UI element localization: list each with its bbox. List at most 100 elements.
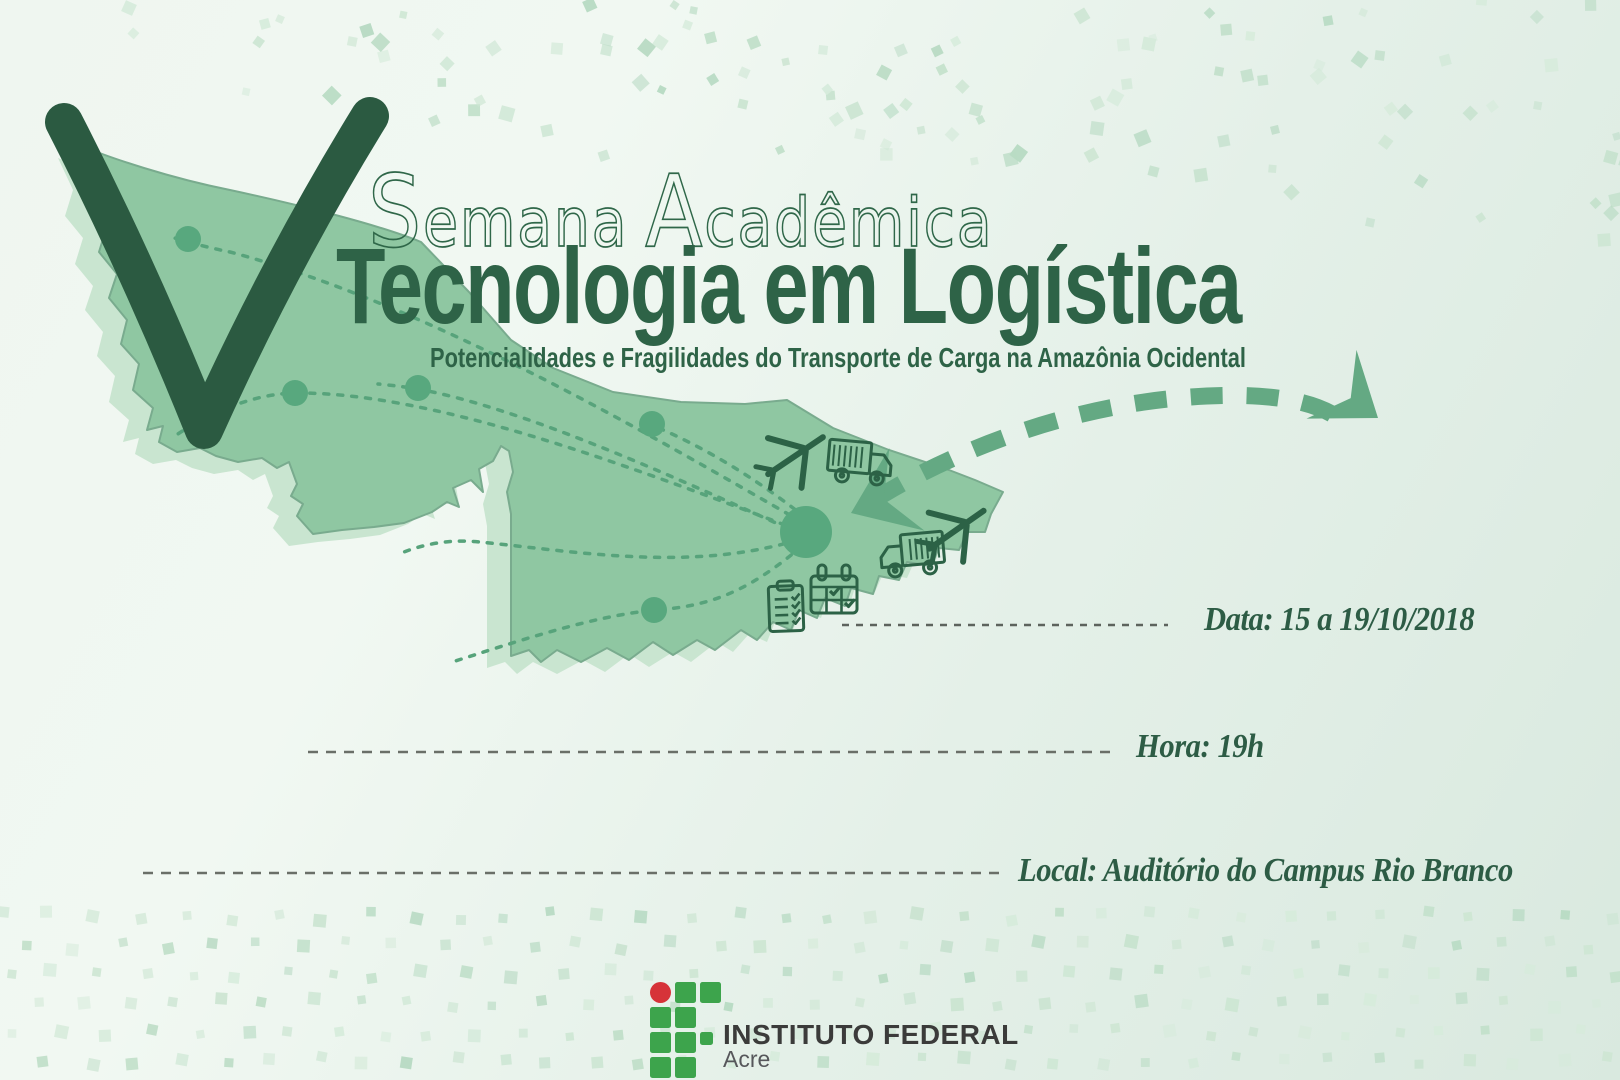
decor-square	[127, 27, 140, 40]
decor-square	[1451, 940, 1463, 951]
decor-square	[1076, 935, 1089, 948]
decor-square	[1463, 911, 1473, 922]
decor-square	[356, 995, 367, 1005]
decor-square	[903, 992, 917, 1005]
decor-square	[1322, 1052, 1333, 1063]
decor-square	[1609, 971, 1620, 984]
decor-square	[312, 913, 327, 928]
decor-square	[737, 98, 749, 110]
logo-red-dot	[650, 982, 671, 1003]
decor-square	[624, 995, 634, 1005]
decor-square	[1046, 1058, 1059, 1070]
decor-square	[863, 910, 878, 925]
decor-square	[1496, 936, 1507, 947]
decor-square	[1069, 1024, 1079, 1033]
decor-square	[746, 35, 762, 51]
edition-v-mark	[45, 97, 389, 449]
decor-square	[727, 1058, 738, 1069]
decor-square	[1095, 907, 1107, 919]
decor-square	[1396, 103, 1414, 120]
decor-square	[1038, 997, 1052, 1011]
decor-square	[1506, 1057, 1519, 1071]
decor-square	[206, 937, 218, 950]
decor-square	[437, 78, 447, 87]
decor-square	[250, 937, 260, 947]
decor-square	[940, 939, 954, 954]
decor-square	[909, 906, 925, 921]
decor-square	[420, 1030, 432, 1042]
decor-square	[1016, 970, 1028, 982]
decor-square	[1591, 999, 1601, 1008]
decor-square	[879, 138, 893, 151]
decor-square	[916, 125, 926, 135]
decor-square	[1597, 233, 1611, 247]
decor-square	[1133, 129, 1152, 148]
decor-square	[591, 1056, 604, 1069]
decor-square	[715, 940, 727, 952]
decor-square	[927, 1021, 943, 1037]
decor-square	[135, 912, 148, 926]
decor-square	[535, 994, 548, 1007]
decor-square	[985, 937, 1000, 953]
decor-square	[1463, 1053, 1477, 1067]
decor-square	[1089, 95, 1105, 111]
logo-square	[650, 1057, 671, 1078]
decor-square	[1106, 88, 1125, 107]
decor-square	[34, 997, 44, 1007]
decor-square	[878, 973, 889, 984]
decor-square	[86, 1057, 101, 1072]
decor-square	[1083, 147, 1100, 163]
decor-square	[498, 913, 508, 924]
decor-square	[1148, 33, 1158, 43]
decor-square	[1109, 967, 1123, 981]
decor-square	[284, 966, 293, 976]
decor-square	[1475, 0, 1488, 6]
decor-square	[226, 914, 239, 927]
decor-square	[1375, 909, 1385, 920]
decor-square	[1097, 1058, 1111, 1071]
decor-square	[1023, 1024, 1034, 1035]
decor-square	[558, 968, 570, 980]
decor-square	[359, 23, 375, 38]
logo-square	[675, 1007, 696, 1028]
decor-square	[1533, 100, 1543, 111]
decor-square	[1235, 912, 1247, 923]
decor-square	[316, 1050, 328, 1063]
decor-square	[1285, 910, 1298, 923]
decor-square	[328, 969, 339, 979]
decor-square	[377, 49, 391, 64]
decor-square	[1377, 134, 1394, 150]
decor-square	[1154, 964, 1164, 975]
decor-square	[582, 0, 598, 13]
decor-square	[1240, 68, 1255, 83]
decor-square	[401, 995, 412, 1006]
decor-square	[473, 94, 487, 107]
decor-square	[195, 1029, 206, 1039]
decor-square	[1583, 944, 1594, 955]
decor-square	[125, 1057, 139, 1071]
decor-square	[7, 969, 17, 979]
detail-location: Local: Auditório do Campus Rio Branco	[1018, 852, 1513, 889]
decor-square	[275, 14, 285, 24]
decor-square	[252, 35, 266, 49]
decor-square	[1031, 934, 1046, 949]
decor-square	[1606, 912, 1619, 926]
decor-square	[1116, 38, 1131, 52]
decor-square	[1171, 939, 1182, 950]
decor-square	[682, 19, 694, 31]
decor-square	[1309, 67, 1327, 86]
decor-square	[500, 1053, 512, 1066]
decor-square	[333, 1026, 345, 1038]
decor-square	[1601, 1051, 1613, 1063]
decor-square	[1395, 1027, 1406, 1038]
decor-square	[1180, 998, 1193, 1011]
decor-square	[807, 938, 819, 949]
decor-square	[978, 1030, 990, 1042]
decor-square	[1143, 905, 1156, 918]
decor-square	[1140, 1058, 1150, 1067]
decor-square	[36, 1055, 49, 1068]
decor-square	[828, 111, 844, 127]
kicker-word1-rest: emana	[423, 183, 628, 262]
